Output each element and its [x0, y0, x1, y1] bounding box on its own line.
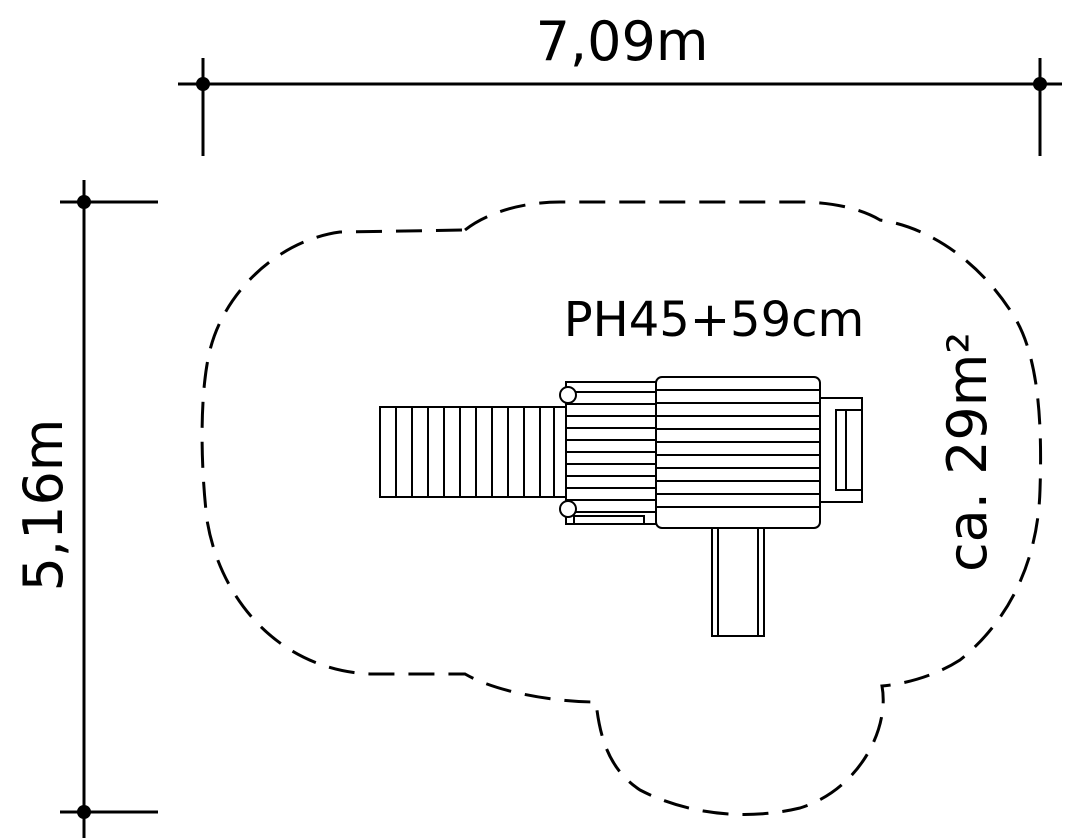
upper-platform	[655, 376, 821, 529]
height-label: 5,16m	[12, 419, 75, 592]
area-label: ca. 29m²	[936, 332, 999, 572]
width-dot-left	[196, 77, 210, 91]
slide	[711, 527, 765, 637]
side-railing-inner	[835, 409, 863, 491]
width-label: 7,09m	[536, 10, 709, 73]
stair-ramp	[379, 406, 567, 498]
height-dot-top	[77, 195, 91, 209]
lower-platform-boards	[566, 391, 658, 513]
upper-platform-boards	[656, 389, 820, 508]
post-top	[559, 386, 577, 404]
stair-steps	[395, 407, 555, 497]
width-dot-right	[1033, 77, 1047, 91]
lower-platform-edge	[573, 515, 645, 525]
model-label: PH45+59cm	[564, 292, 865, 348]
equipment-top-view	[379, 376, 863, 637]
post-bottom	[559, 500, 577, 518]
height-dot-bottom	[77, 805, 91, 819]
safety-area-outline	[200, 200, 1043, 816]
height-dimension	[60, 180, 158, 838]
width-dimension	[178, 58, 1062, 156]
